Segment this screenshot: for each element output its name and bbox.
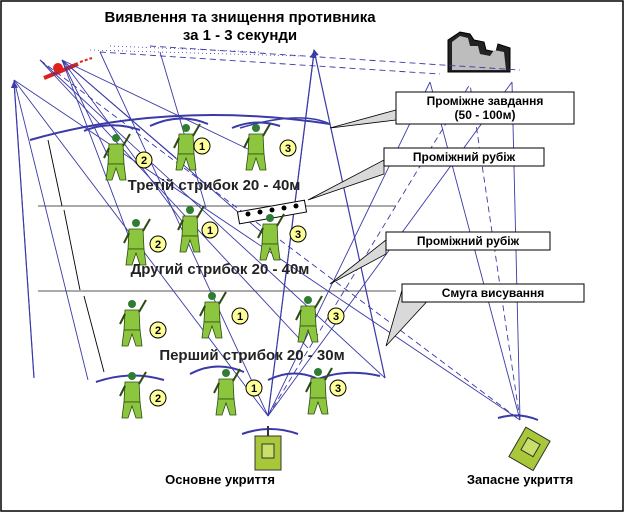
svg-text:2: 2 — [141, 155, 147, 167]
svg-text:Смуга висування: Смуга висування — [442, 286, 545, 300]
svg-text:1: 1 — [251, 383, 257, 395]
svg-text:Проміжне завдання: Проміжне завдання — [427, 94, 544, 108]
bound-second-label: Другий стрибок 20 - 40м — [131, 261, 310, 278]
svg-text:2: 2 — [155, 393, 161, 405]
distance-arrows — [47, 139, 105, 373]
svg-text:(50 - 100м): (50 - 100м) — [455, 108, 516, 122]
dashed-lines — [39, 45, 521, 421]
bound-first-label: Перший стрибок 20 - 30м — [159, 347, 344, 364]
svg-text:3: 3 — [335, 383, 341, 395]
callout-intermediate-task: Проміжне завдання (50 - 100м) — [329, 91, 575, 129]
svg-text:1: 1 — [237, 311, 243, 323]
svg-text:2: 2 — [155, 325, 161, 337]
right-boundary — [311, 48, 386, 379]
soldier-group-first — [119, 291, 323, 347]
title-line-1: Виявлення та знищення противника — [104, 9, 376, 26]
dotted-lines — [89, 45, 301, 57]
main-shelter-label: Основне укриття — [165, 472, 275, 487]
left-boundary — [10, 80, 35, 379]
title-line-2: за 1 - 3 секунди — [183, 27, 297, 44]
reserve-shelter-label: Запасне укриття — [467, 472, 573, 487]
number-markers: 2 1 3 2 1 3 2 1 3 2 1 3 — [135, 137, 347, 407]
svg-text:3: 3 — [333, 311, 339, 323]
callout-intermediate-line-1: Проміжний рубіж — [307, 147, 545, 201]
svg-text:3: 3 — [295, 229, 301, 241]
main-shelter-vehicle-icon — [254, 426, 282, 471]
callout-advance-strip: Смуга висування — [385, 283, 585, 347]
bound-third-label: Третій стрибок 20 - 40м — [128, 177, 301, 194]
soldier-group-third — [103, 123, 271, 181]
enemy-position-icon — [43, 57, 93, 80]
svg-text:Проміжний рубіж: Проміжний рубіж — [413, 150, 516, 164]
svg-text:1: 1 — [207, 225, 213, 237]
svg-text:2: 2 — [155, 239, 161, 251]
callout-intermediate-line-2: Проміжний рубіж — [329, 231, 551, 285]
svg-text:Проміжний рубіж: Проміжний рубіж — [417, 234, 520, 248]
reserve-shelter-vehicle-icon — [508, 426, 551, 472]
svg-text:3: 3 — [285, 143, 291, 155]
svg-text:1: 1 — [199, 141, 205, 153]
intermediate-task-line — [239, 117, 331, 129]
ruined-building-icon — [447, 31, 511, 73]
